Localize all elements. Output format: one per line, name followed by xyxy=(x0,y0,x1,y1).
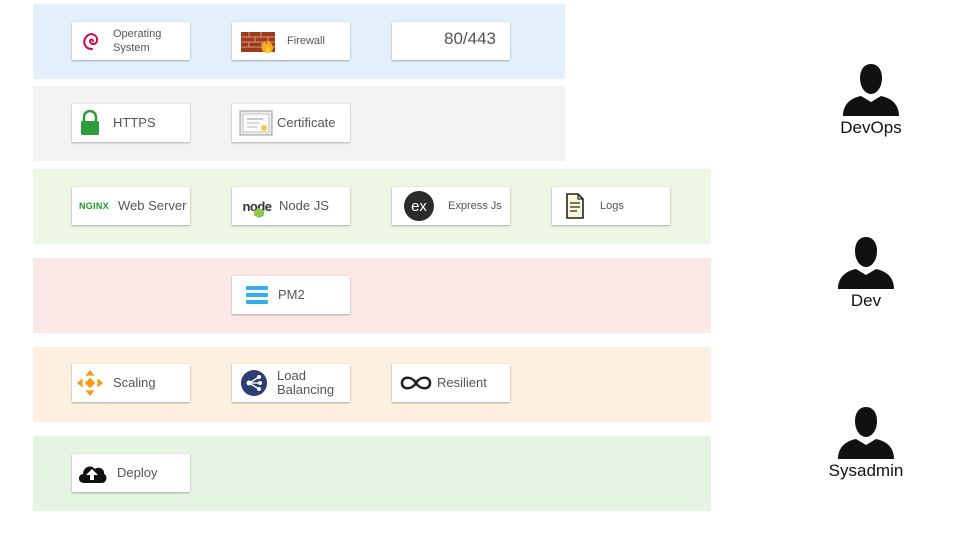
pm2-bars-icon xyxy=(244,282,270,308)
person-icon xyxy=(836,235,896,291)
role-sysadmin-label: Sysadmin xyxy=(828,461,904,480)
load-balancing-label-line2: Balancing xyxy=(277,382,335,397)
card-https: HTTPS xyxy=(72,104,190,142)
logs-label: Logs xyxy=(600,200,624,212)
certificate-icon xyxy=(239,110,273,136)
debian-swirl-icon xyxy=(77,28,103,54)
certificate-label: Certificate xyxy=(277,115,336,130)
role-dev-label: Dev xyxy=(850,291,882,310)
role-devops-label: DevOps xyxy=(840,118,902,137)
operating-system-label-line2: System xyxy=(113,42,150,54)
https-label: HTTPS xyxy=(113,115,156,130)
card-express: ex Express Js xyxy=(392,187,510,225)
pm2-label: PM2 xyxy=(278,287,305,302)
nodejs-logo-text: node xyxy=(242,198,272,214)
firewall-label: Firewall xyxy=(287,35,325,47)
express-label: Express Js xyxy=(448,200,502,212)
card-deploy: Deploy xyxy=(72,454,190,492)
card-nodejs: node Node JS xyxy=(232,187,350,225)
padlock-icon xyxy=(77,110,103,136)
role-sysadmin: Sysadmin xyxy=(806,405,926,481)
card-pm2: PM2 xyxy=(232,276,350,314)
card-logs: Logs xyxy=(552,187,670,225)
role-devops: DevOps xyxy=(811,62,931,138)
nodejs-logo-icon: node xyxy=(238,193,276,219)
card-scaling: Scaling xyxy=(72,364,190,402)
card-web-server: NGINX Web Server xyxy=(72,187,190,225)
person-icon xyxy=(841,62,901,118)
nginx-logo-text: NGINX xyxy=(78,201,109,211)
express-logo-icon: ex xyxy=(404,191,434,221)
scaling-label: Scaling xyxy=(113,375,156,390)
nodejs-label: Node JS xyxy=(279,198,329,213)
resilient-label: Resilient xyxy=(437,375,487,390)
scaling-arrows-icon xyxy=(77,370,103,396)
firewall-icon xyxy=(240,28,278,54)
ports-label: 80/443 xyxy=(444,29,496,48)
person-icon xyxy=(836,405,896,461)
card-ports: 80/443 xyxy=(392,22,510,60)
nginx-logo-icon: NGINX xyxy=(77,193,111,219)
card-certificate: Certificate xyxy=(232,104,350,142)
infinity-icon xyxy=(398,370,434,396)
role-dev: Dev xyxy=(806,235,926,311)
band-process-manager xyxy=(33,258,711,333)
card-firewall: Firewall xyxy=(232,22,350,60)
document-icon xyxy=(562,193,588,219)
load-balancer-icon xyxy=(241,370,267,396)
express-logo-text: ex xyxy=(411,197,427,215)
card-resilient: Resilient xyxy=(392,364,510,402)
deploy-label: Deploy xyxy=(117,465,158,480)
operating-system-label-line1: Operating xyxy=(113,28,162,40)
load-balancing-label-line1: Load xyxy=(277,368,306,383)
cloud-upload-icon xyxy=(76,460,108,486)
web-server-label: Web Server xyxy=(118,198,187,213)
